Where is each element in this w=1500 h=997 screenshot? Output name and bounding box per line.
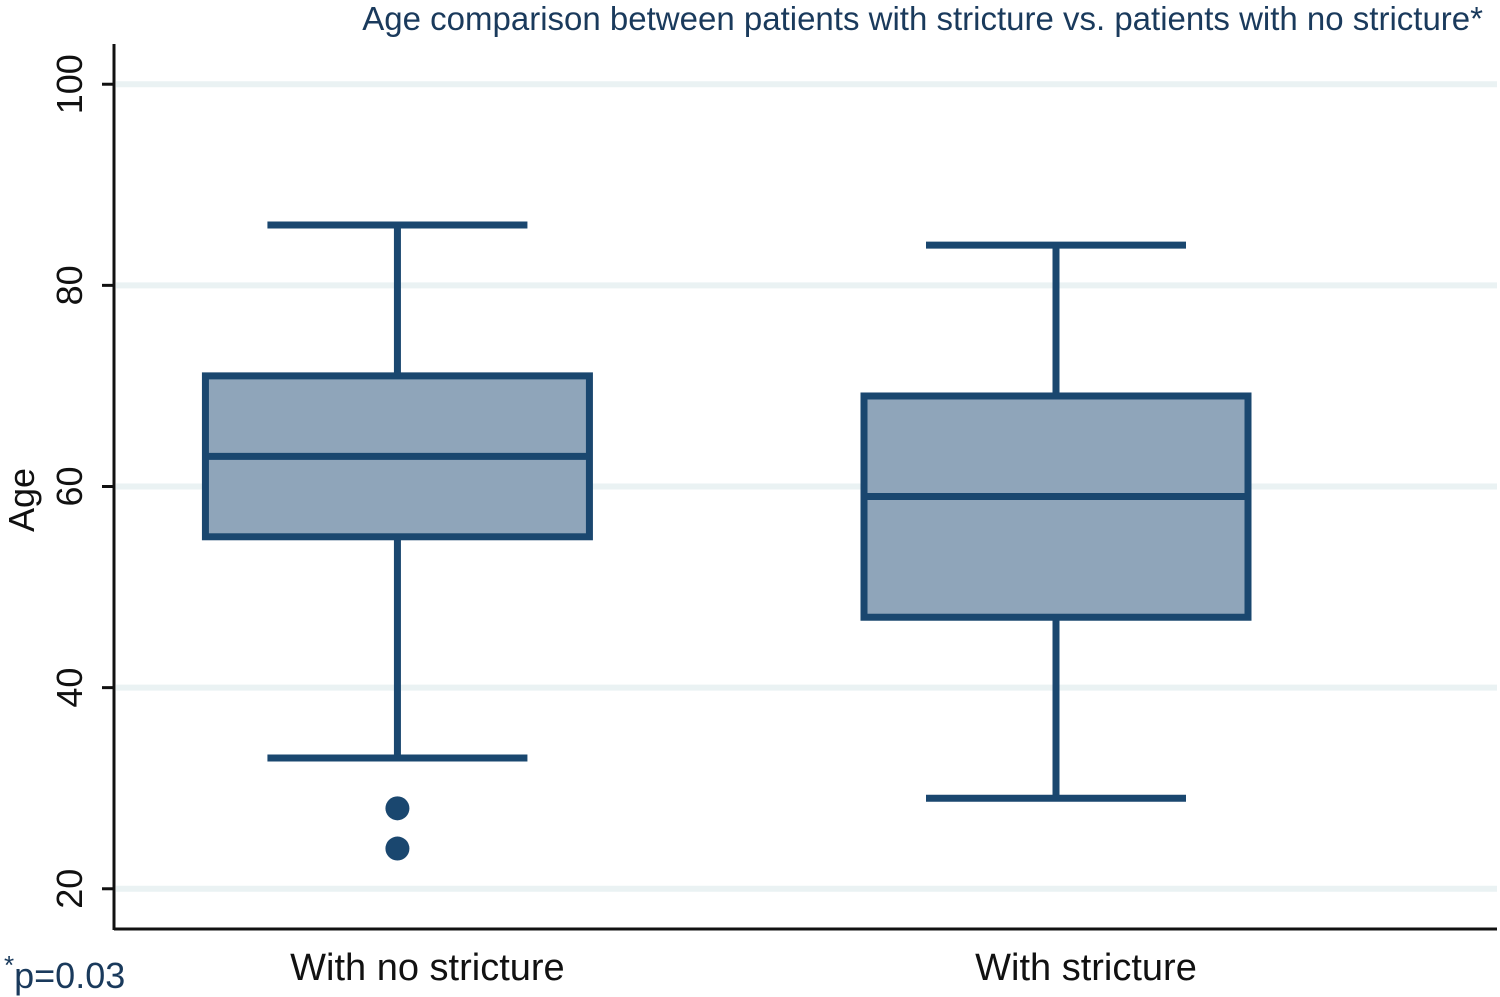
footnote: *p=0.03 bbox=[4, 950, 125, 996]
category-label-0: With no stricture bbox=[290, 947, 565, 989]
y-tick-label-80: 80 bbox=[49, 265, 90, 305]
y-tick-label-100: 100 bbox=[49, 54, 90, 114]
category-label-1: With stricture bbox=[975, 947, 1197, 989]
box-0 bbox=[201, 221, 593, 861]
y-tick-label-60: 60 bbox=[49, 466, 90, 506]
footnote-mark: * bbox=[4, 950, 14, 980]
box-1 bbox=[860, 241, 1252, 802]
y-tick-label-20: 20 bbox=[49, 869, 90, 909]
y-axis-label: Age bbox=[1, 468, 42, 532]
outlier-point-0 bbox=[385, 796, 410, 821]
chart-title: Age comparison between patients with str… bbox=[362, 0, 1483, 37]
y-tick-label-40: 40 bbox=[49, 668, 90, 708]
footnote-text: p=0.03 bbox=[14, 955, 125, 996]
outlier-point-1 bbox=[385, 836, 410, 861]
y-ticks: 20 40 60 80 100 bbox=[49, 54, 114, 909]
category-labels: With no stricture With stricture bbox=[290, 947, 1197, 989]
boxes bbox=[201, 221, 1252, 861]
iqr-box bbox=[860, 392, 1252, 621]
